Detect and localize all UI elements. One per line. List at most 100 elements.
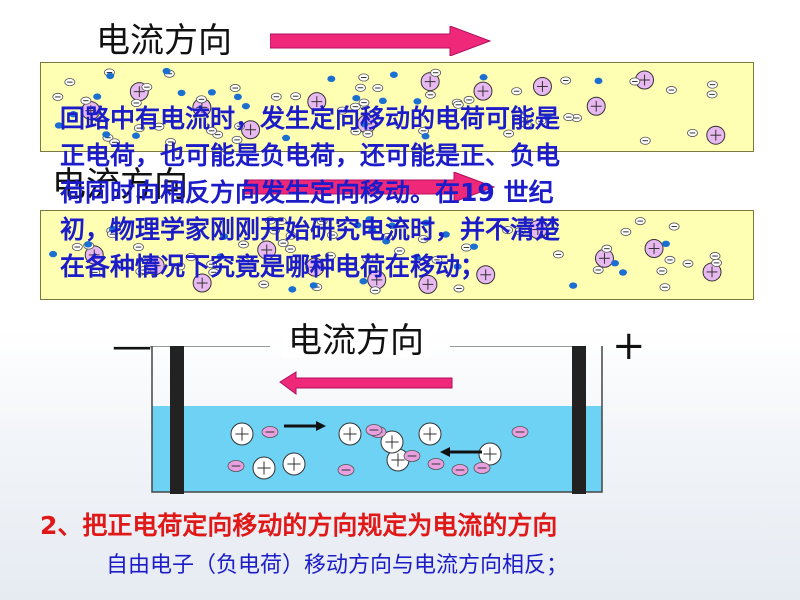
electron-dot	[453, 263, 462, 270]
negative-charge	[337, 464, 355, 476]
negative-pole-sign: —	[112, 323, 152, 369]
negative-charge	[261, 426, 279, 438]
charge-particles-middle	[49, 216, 722, 295]
explanation-paragraph: 回路中有电流时，发生定向移动的电荷可能是 正电荷，也可能是负电荷，还可能是正、负…	[60, 100, 776, 285]
negative-charge	[238, 240, 249, 249]
negative-charge	[365, 424, 383, 436]
negative-charge	[634, 217, 646, 226]
negative-charge	[325, 251, 336, 260]
positive-ion	[252, 456, 276, 480]
electron-dot	[84, 241, 93, 248]
electron-dot	[594, 77, 603, 85]
negative-charge	[517, 113, 529, 122]
negative-charge	[535, 117, 547, 126]
negative-charge	[427, 458, 445, 470]
negative-charge	[165, 137, 176, 146]
negative-charge	[451, 464, 469, 476]
negative-charge	[316, 217, 328, 226]
negative-charge	[350, 127, 362, 136]
positive-ion	[192, 97, 212, 117]
electron-dot	[69, 111, 78, 118]
negative-charge	[503, 129, 515, 138]
electron-dot	[543, 113, 552, 121]
electron-dot	[207, 89, 216, 96]
electron-dot	[619, 269, 628, 276]
negative-charge	[107, 230, 118, 239]
negative-charge	[138, 266, 150, 275]
positive-ion	[635, 70, 655, 90]
electron-dot	[106, 72, 115, 80]
current-direction-rule: 2、把正电荷定向移动的方向规定为电流的方向	[40, 511, 558, 540]
negative-charge	[185, 252, 197, 261]
positive-ion	[594, 248, 614, 268]
positive-ion	[418, 274, 438, 294]
charge-particles-top	[52, 67, 726, 147]
negative-charge	[502, 226, 514, 235]
electron-dot	[378, 97, 387, 105]
electron-dot	[470, 243, 479, 250]
electron-dot	[162, 67, 171, 75]
electron-dot	[661, 240, 670, 248]
negative-charge	[206, 126, 217, 135]
positive-ion	[706, 125, 726, 145]
electron-dot	[177, 89, 186, 97]
conductor-strip-top	[40, 62, 754, 152]
negative-charge	[511, 87, 522, 96]
negative-charge	[231, 135, 243, 144]
negative-charge	[552, 250, 564, 259]
electron-dot	[93, 93, 102, 100]
negative-charge	[668, 222, 680, 231]
negative-charge	[473, 462, 491, 474]
negative-charge	[511, 426, 529, 438]
negative-charge	[133, 124, 145, 133]
negative-charge	[277, 239, 289, 248]
positive-ion	[84, 245, 104, 265]
electron-dot	[216, 253, 225, 260]
negative-electrode	[170, 346, 184, 494]
electron-dot	[352, 94, 361, 102]
negative-charge	[418, 235, 429, 244]
electron-dot	[233, 93, 242, 101]
negative-charge	[89, 268, 101, 277]
electron-dot	[282, 134, 291, 142]
negative-charge	[269, 226, 280, 235]
electron-dot	[220, 233, 229, 240]
positive-ion	[257, 240, 277, 260]
electron-dot	[49, 250, 58, 258]
positive-ion	[644, 238, 664, 258]
positive-ion	[420, 72, 440, 92]
electron-dot	[388, 222, 397, 229]
negative-charge	[453, 284, 465, 293]
positive-ion	[338, 422, 362, 446]
electron-dot	[421, 133, 430, 140]
negative-charge	[258, 280, 270, 289]
negative-charge	[461, 243, 472, 252]
negative-charge	[664, 255, 676, 264]
positive-ion	[305, 257, 325, 277]
negative-charge	[227, 460, 245, 472]
negative-charge	[133, 243, 144, 252]
negative-charge	[234, 122, 245, 131]
positive-ion	[532, 76, 552, 96]
electron-direction-note: 自由电子（负电荷）移动方向与电流方向相反；	[106, 553, 569, 578]
current-direction-label-cell: 电流方向	[282, 324, 430, 358]
electron-dot	[353, 222, 362, 229]
negative-charge	[711, 258, 722, 267]
negative-charge	[196, 95, 207, 104]
positive-ion	[473, 81, 493, 101]
negative-charge	[130, 98, 142, 107]
positive-pole-sign: +	[612, 323, 646, 369]
negative-charge	[682, 259, 694, 268]
negative-charge	[706, 90, 718, 99]
electrolyte	[152, 406, 602, 492]
negative-charge	[430, 68, 442, 77]
current-direction-label-top: 电流方向	[96, 21, 232, 61]
negative-charge	[620, 227, 632, 236]
explanation-line: 正电荷，也可能是负电荷，还可能是正、负电	[60, 141, 561, 170]
negative-charge	[707, 80, 718, 89]
electron-dot	[131, 132, 140, 139]
electron-dot	[479, 74, 488, 81]
negative-charge	[290, 92, 302, 101]
current-direction-label-middle: 电流方向	[52, 165, 188, 205]
positive-ion	[478, 442, 502, 466]
